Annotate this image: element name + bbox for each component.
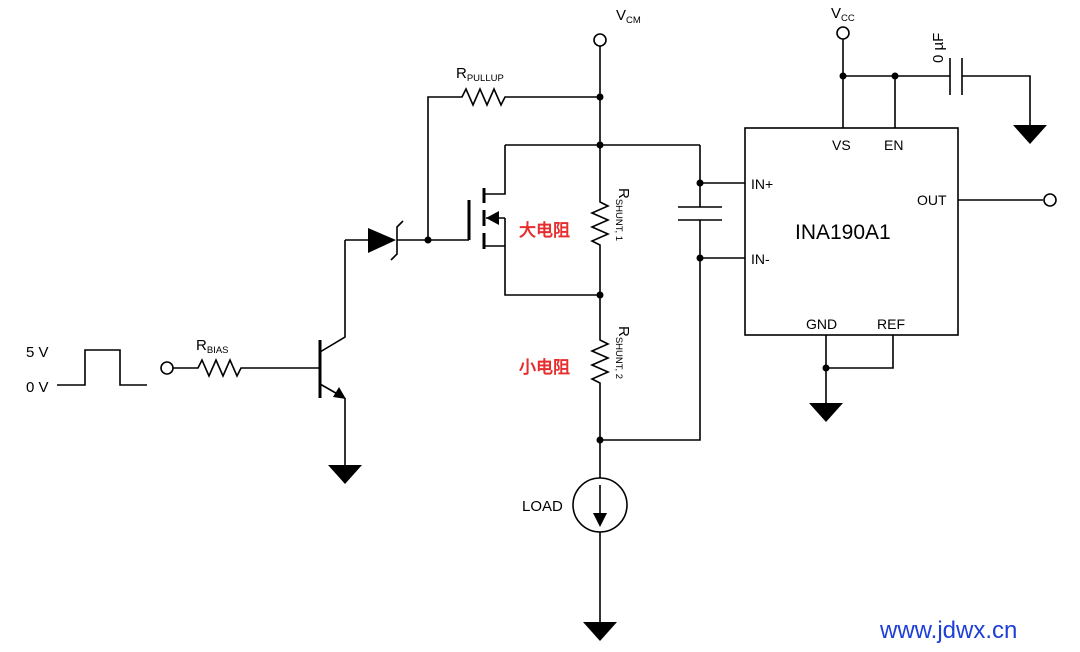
mosfet-drain-wire — [484, 145, 506, 195]
ground-symbol-bypass — [1013, 125, 1047, 144]
r-shunt1-resistor — [590, 145, 610, 295]
bypass-cap-ground-wire — [962, 75, 1031, 125]
mosfet-body-arrow — [486, 211, 499, 225]
bypass-cap-value: 0 µF — [930, 33, 947, 63]
load-arrow-head — [593, 513, 607, 527]
r-bias-main: R — [196, 337, 207, 354]
vcc-sub: CC — [841, 13, 855, 24]
ic-pin-ref: REF — [877, 316, 905, 332]
ic-pin-en: EN — [884, 137, 903, 153]
r-bias-sub: BIAS — [207, 345, 229, 356]
vcc-label: VCC — [831, 5, 855, 24]
ground-symbol-ic — [809, 403, 843, 422]
r-pullup-resistor — [427, 87, 600, 240]
pulse-waveform — [57, 349, 147, 386]
ic-pin-out: OUT — [917, 192, 947, 208]
large-resistor-note: 大电阻 — [519, 220, 570, 241]
ic-pin-in-minus: IN- — [751, 251, 770, 267]
vcm-sub: CM — [626, 15, 641, 26]
watermark-text: www.jdwx.cn — [879, 617, 1017, 644]
junction-dot — [822, 364, 830, 372]
pulse-high-label: 5 V — [26, 344, 49, 361]
out-terminal — [1043, 193, 1057, 207]
load-label: LOAD — [522, 498, 563, 515]
r-shunt2-resistor — [590, 295, 610, 478]
r-shunt2-main: R — [615, 326, 632, 337]
zener-diode — [368, 228, 396, 253]
r-pullup-label: RPULLUP — [456, 65, 504, 84]
ground-symbol-bjt — [328, 465, 362, 484]
junction-dot — [891, 72, 899, 80]
mosfet-source-return — [504, 218, 600, 296]
r-shunt2-sub: SHUNT, 2 — [613, 337, 624, 379]
ic-pin-gnd: GND — [806, 316, 837, 332]
ic-pin-vs: VS — [832, 137, 851, 153]
r-pullup-main: R — [456, 65, 467, 82]
junction-dot — [696, 254, 704, 262]
junction-dot — [839, 72, 847, 80]
vcc-main: V — [831, 5, 841, 22]
ref-wire — [826, 335, 894, 369]
r-bias-label: RBIAS — [196, 337, 229, 356]
in-minus-wire — [600, 220, 701, 441]
input-terminal — [160, 361, 174, 375]
vcm-terminal — [593, 33, 607, 47]
bjt-collector — [319, 240, 346, 353]
r-shunt1-sub: SHUNT, 1 — [613, 199, 624, 241]
ground-symbol-load — [583, 622, 617, 641]
pulse-low-label: 0 V — [26, 379, 49, 396]
r-shunt1-label: RSHUNT, 1 — [613, 188, 632, 241]
small-resistor-note: 小电阻 — [519, 357, 570, 378]
junction-dot — [696, 179, 704, 187]
ic-body — [744, 127, 959, 336]
vcc-terminal — [836, 26, 850, 40]
bjt-emitter-arrow — [333, 387, 346, 399]
ic-pin-in-plus: IN+ — [751, 176, 773, 192]
junction-dot — [596, 93, 604, 101]
ic-name: INA190A1 — [795, 221, 891, 244]
r-shunt2-label: RSHUNT, 2 — [613, 326, 632, 379]
vcm-main: V — [616, 7, 626, 24]
r-pullup-sub: PULLUP — [467, 73, 504, 84]
r-bias-resistor — [173, 358, 320, 378]
vcm-label: VCM — [616, 7, 641, 26]
r-shunt1-main: R — [615, 188, 632, 199]
